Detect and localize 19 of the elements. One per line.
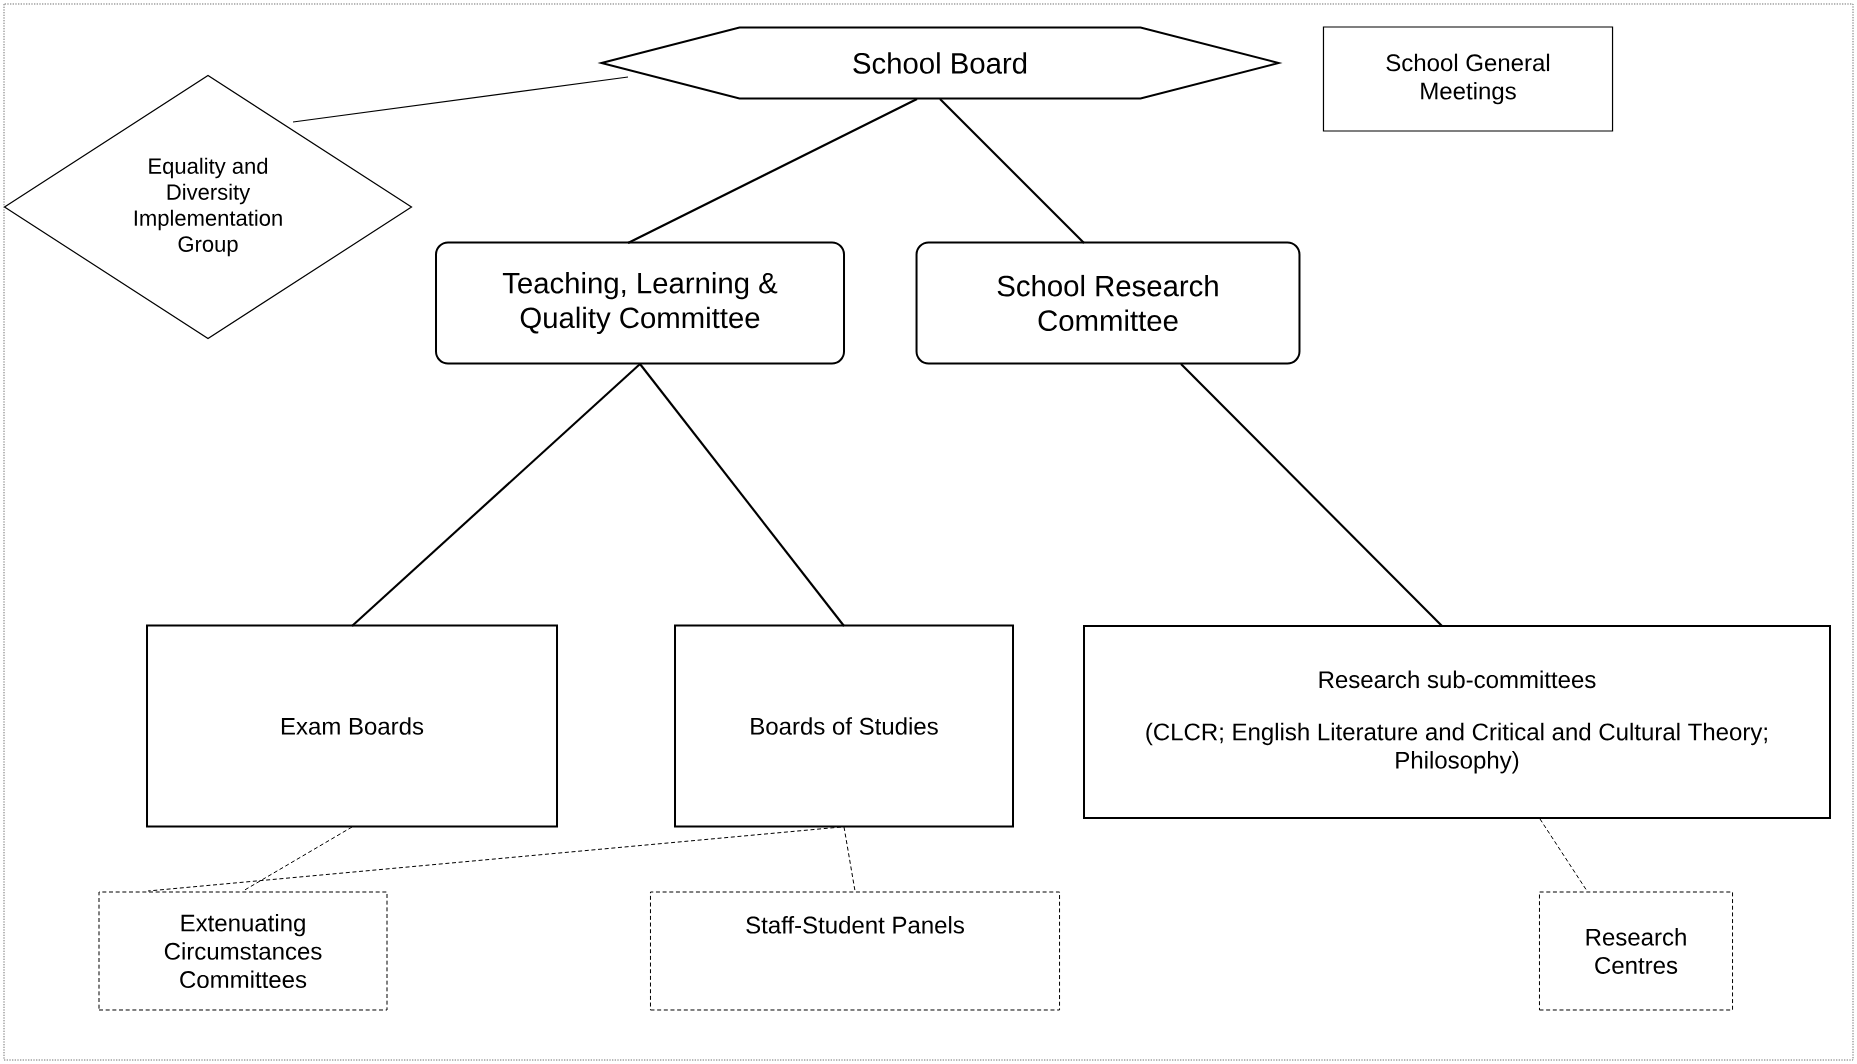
connector-line [1539,818,1588,892]
connector-line [1180,363,1443,627]
connector-line [843,826,856,892]
connector-line [639,363,845,627]
rounded-box: School Research Committee [915,241,1301,365]
connector-line [939,98,1085,244]
rounded-box: Teaching, Learning & Quality Committee [435,241,845,365]
connector-line [242,826,353,892]
plain-box: School General Meetings [1322,26,1614,132]
connector-line [351,363,641,627]
committee-box: Exam Boards [146,624,558,828]
committee-box: Boards of Studies [674,624,1014,828]
connector-line [292,76,629,123]
dashed-box: Staff-Student Panels [650,891,1061,1011]
connector-line [147,826,842,892]
connector-line [627,98,918,244]
committee-box: Research sub-committees (CLCR; English Literature and Critical and Cultural Theory; Philosophy) [1083,625,1831,819]
dashed-box: Research Centres [1538,891,1734,1011]
dashed-box: Extenuating Circumstances Committees [98,891,388,1011]
